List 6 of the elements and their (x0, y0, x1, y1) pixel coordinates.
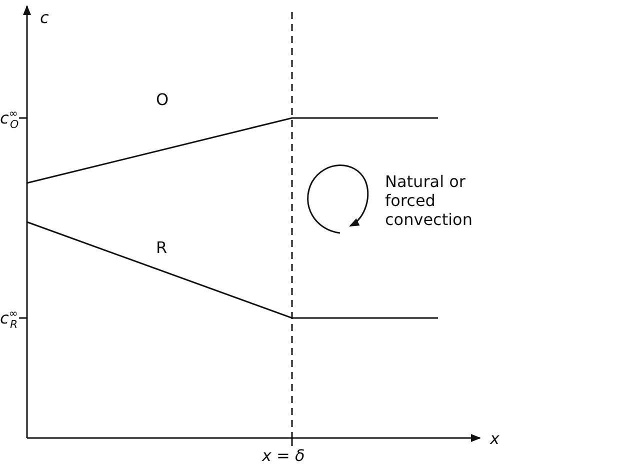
annotation-text: Natural or forced convection (385, 172, 474, 229)
tick-label: x = δ (262, 446, 305, 465)
curve-label: O (156, 90, 169, 109)
axis-label: c (40, 8, 49, 27)
curve-label: R (156, 238, 168, 257)
axis-label: x (490, 429, 500, 448)
